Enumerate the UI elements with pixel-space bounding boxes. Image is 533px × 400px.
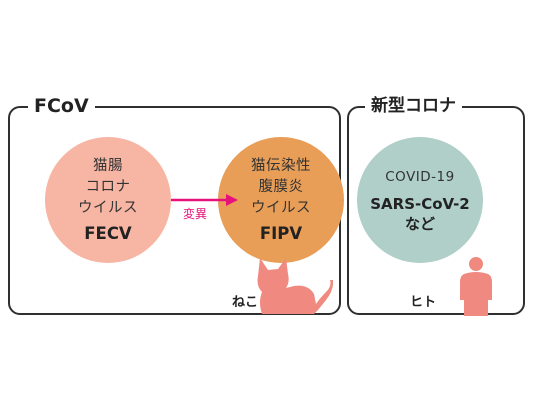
- fcov-group-title: FCoV: [28, 93, 95, 119]
- mutation-label: 変異: [183, 207, 208, 221]
- fecv-circle: 猫腸 コロナ ウイルス FECV: [45, 137, 171, 263]
- fipv-circle: 猫伝染性 腹膜炎 ウイルス FIPV: [218, 137, 344, 263]
- cat-host-label: ねこ: [232, 295, 259, 310]
- new-corona-group-title: 新型コロナ: [365, 93, 462, 119]
- human-silhouette-icon: [460, 257, 492, 316]
- covid-circle: COVID-19 SARS-CoV-2 など: [357, 137, 483, 263]
- fipv-name-line: 腹膜炎: [258, 178, 304, 195]
- new-corona-group-panel: 新型コロナ: [347, 93, 525, 315]
- fecv-name-line: ウイルス: [78, 199, 138, 216]
- fipv-abbreviation: FIPV: [259, 223, 303, 243]
- fipv-name-line: ウイルス: [251, 199, 311, 216]
- cat-silhouette-icon: [257, 258, 333, 314]
- sars-cov-2-label: SARS-CoV-2: [370, 194, 470, 213]
- fecv-abbreviation: FECV: [84, 223, 132, 243]
- fecv-name-line: 猫腸: [93, 157, 123, 174]
- fecv-name-line: コロナ: [85, 178, 131, 195]
- fipv-name-line: 猫伝染性: [251, 157, 311, 174]
- covid-19-label: COVID-19: [385, 168, 455, 185]
- etc-label: など: [404, 214, 435, 233]
- human-host-label: ヒト: [410, 295, 437, 310]
